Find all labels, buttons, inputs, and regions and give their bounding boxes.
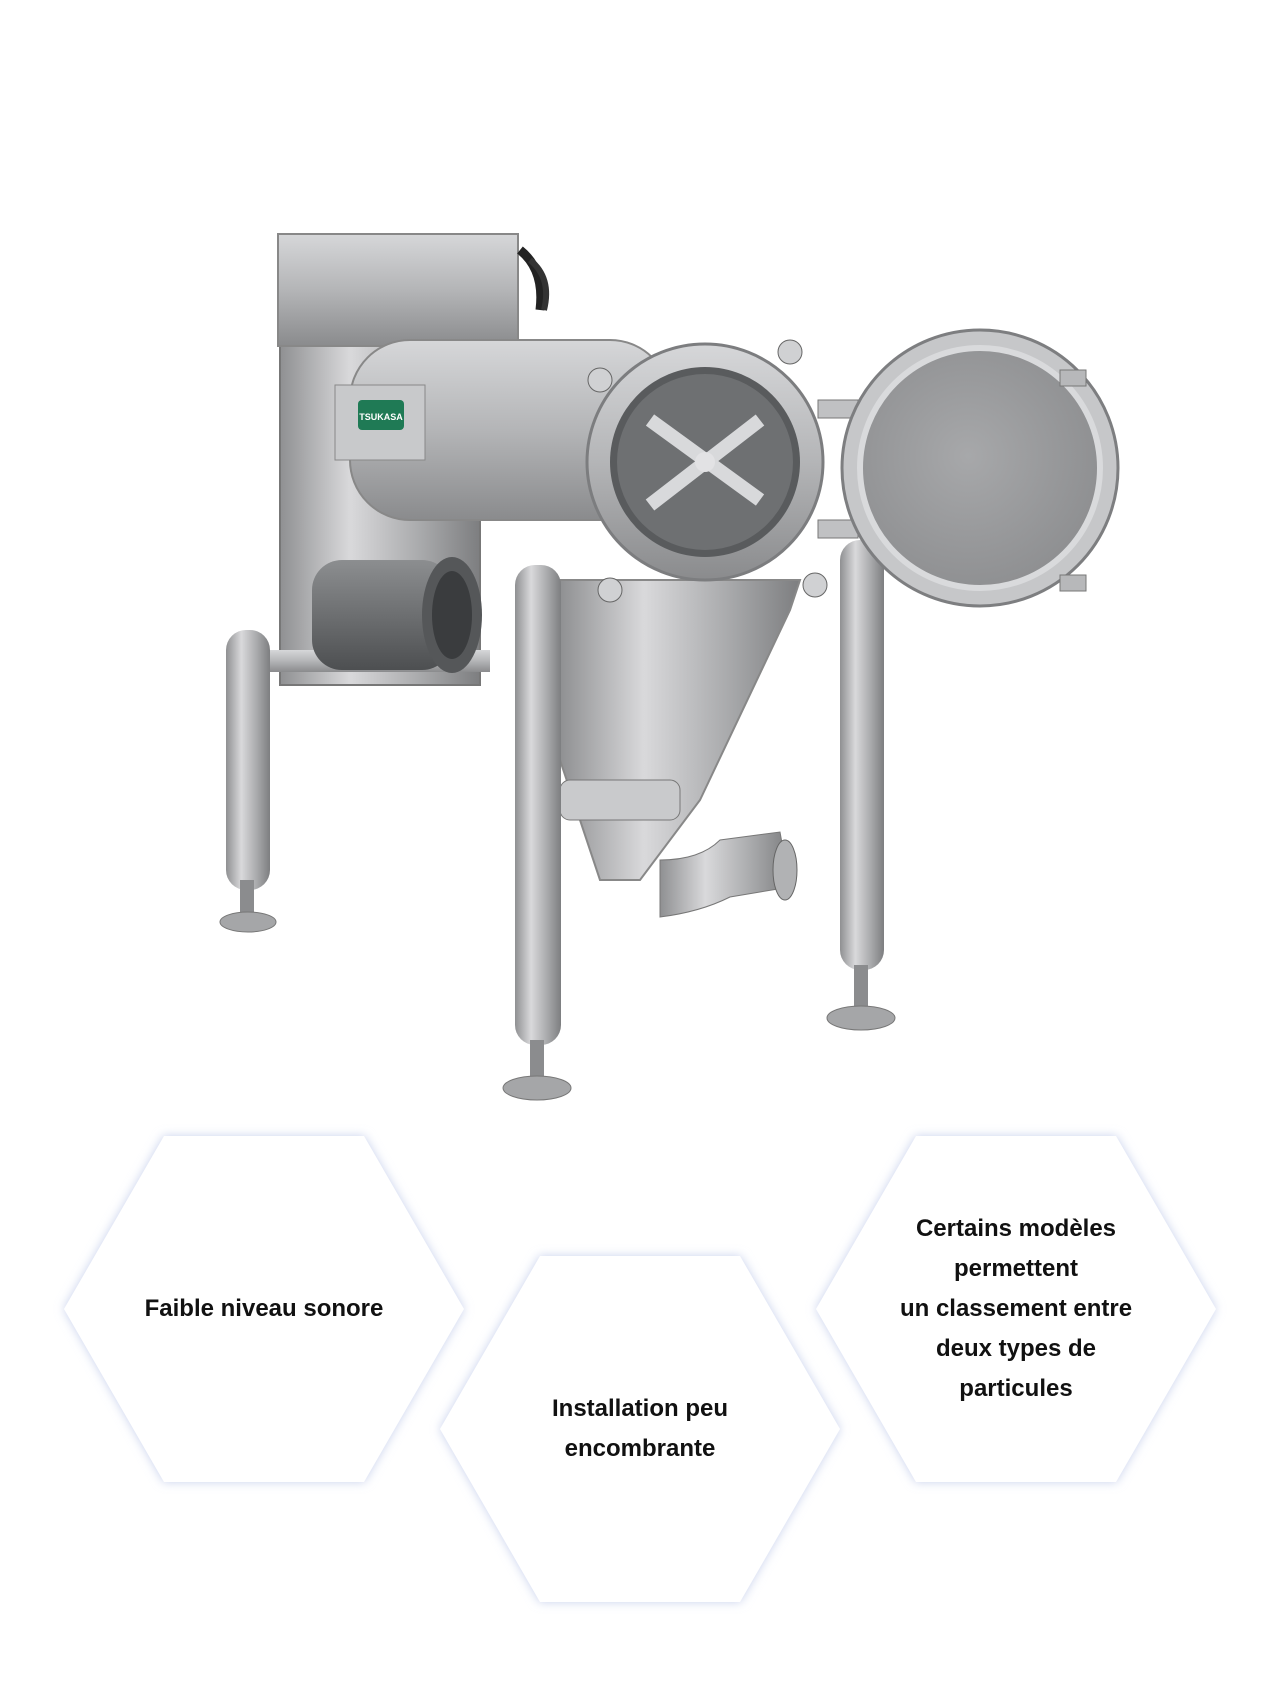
feature-label: Installation peu encombrante — [551, 1395, 728, 1462]
open-lid — [840, 328, 1120, 608]
brand-plate — [358, 400, 404, 430]
feature-hexagon-noise: Faible niveau sonore — [64, 1136, 464, 1482]
feature-label: Faible niveau sonore — [144, 1295, 384, 1322]
leg-front-left — [515, 565, 561, 1045]
product-image: TSUKASA — [219, 233, 1120, 1101]
hexagon-shape — [440, 1256, 840, 1602]
drum-opening — [585, 342, 825, 582]
hexagon-shape — [64, 1136, 464, 1482]
leg-rear-left — [226, 630, 270, 890]
feature-hexagon-classification: Certains modèles permettent un classemen… — [816, 1136, 1216, 1482]
feature-label: Certains modèles permettent un classemen… — [899, 1215, 1133, 1402]
leg-front-right — [840, 540, 884, 970]
feature-hexagon-footprint: Installation peu encombrante — [440, 1256, 840, 1602]
control-box — [277, 233, 519, 347]
hexagon-shape — [816, 1136, 1216, 1482]
brand-plate-text: TSUKASA — [359, 412, 403, 422]
motor — [312, 557, 482, 673]
